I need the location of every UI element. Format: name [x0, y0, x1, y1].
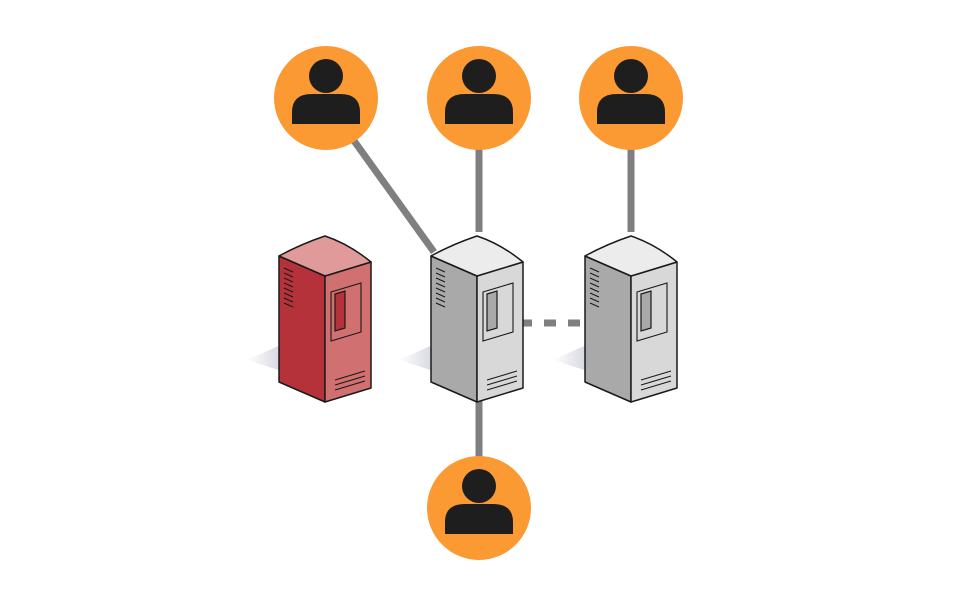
- user-icon: [579, 46, 683, 150]
- user-icon: [427, 46, 531, 150]
- server-active-icon: [398, 235, 524, 403]
- servers-group: [246, 235, 678, 403]
- connection-links: [349, 135, 635, 462]
- user-icon: [274, 46, 378, 150]
- user-icon: [427, 456, 531, 560]
- server-standby-icon: [552, 235, 678, 403]
- link-user-1-server-2: [349, 135, 437, 255]
- server-failed-icon: [246, 235, 372, 403]
